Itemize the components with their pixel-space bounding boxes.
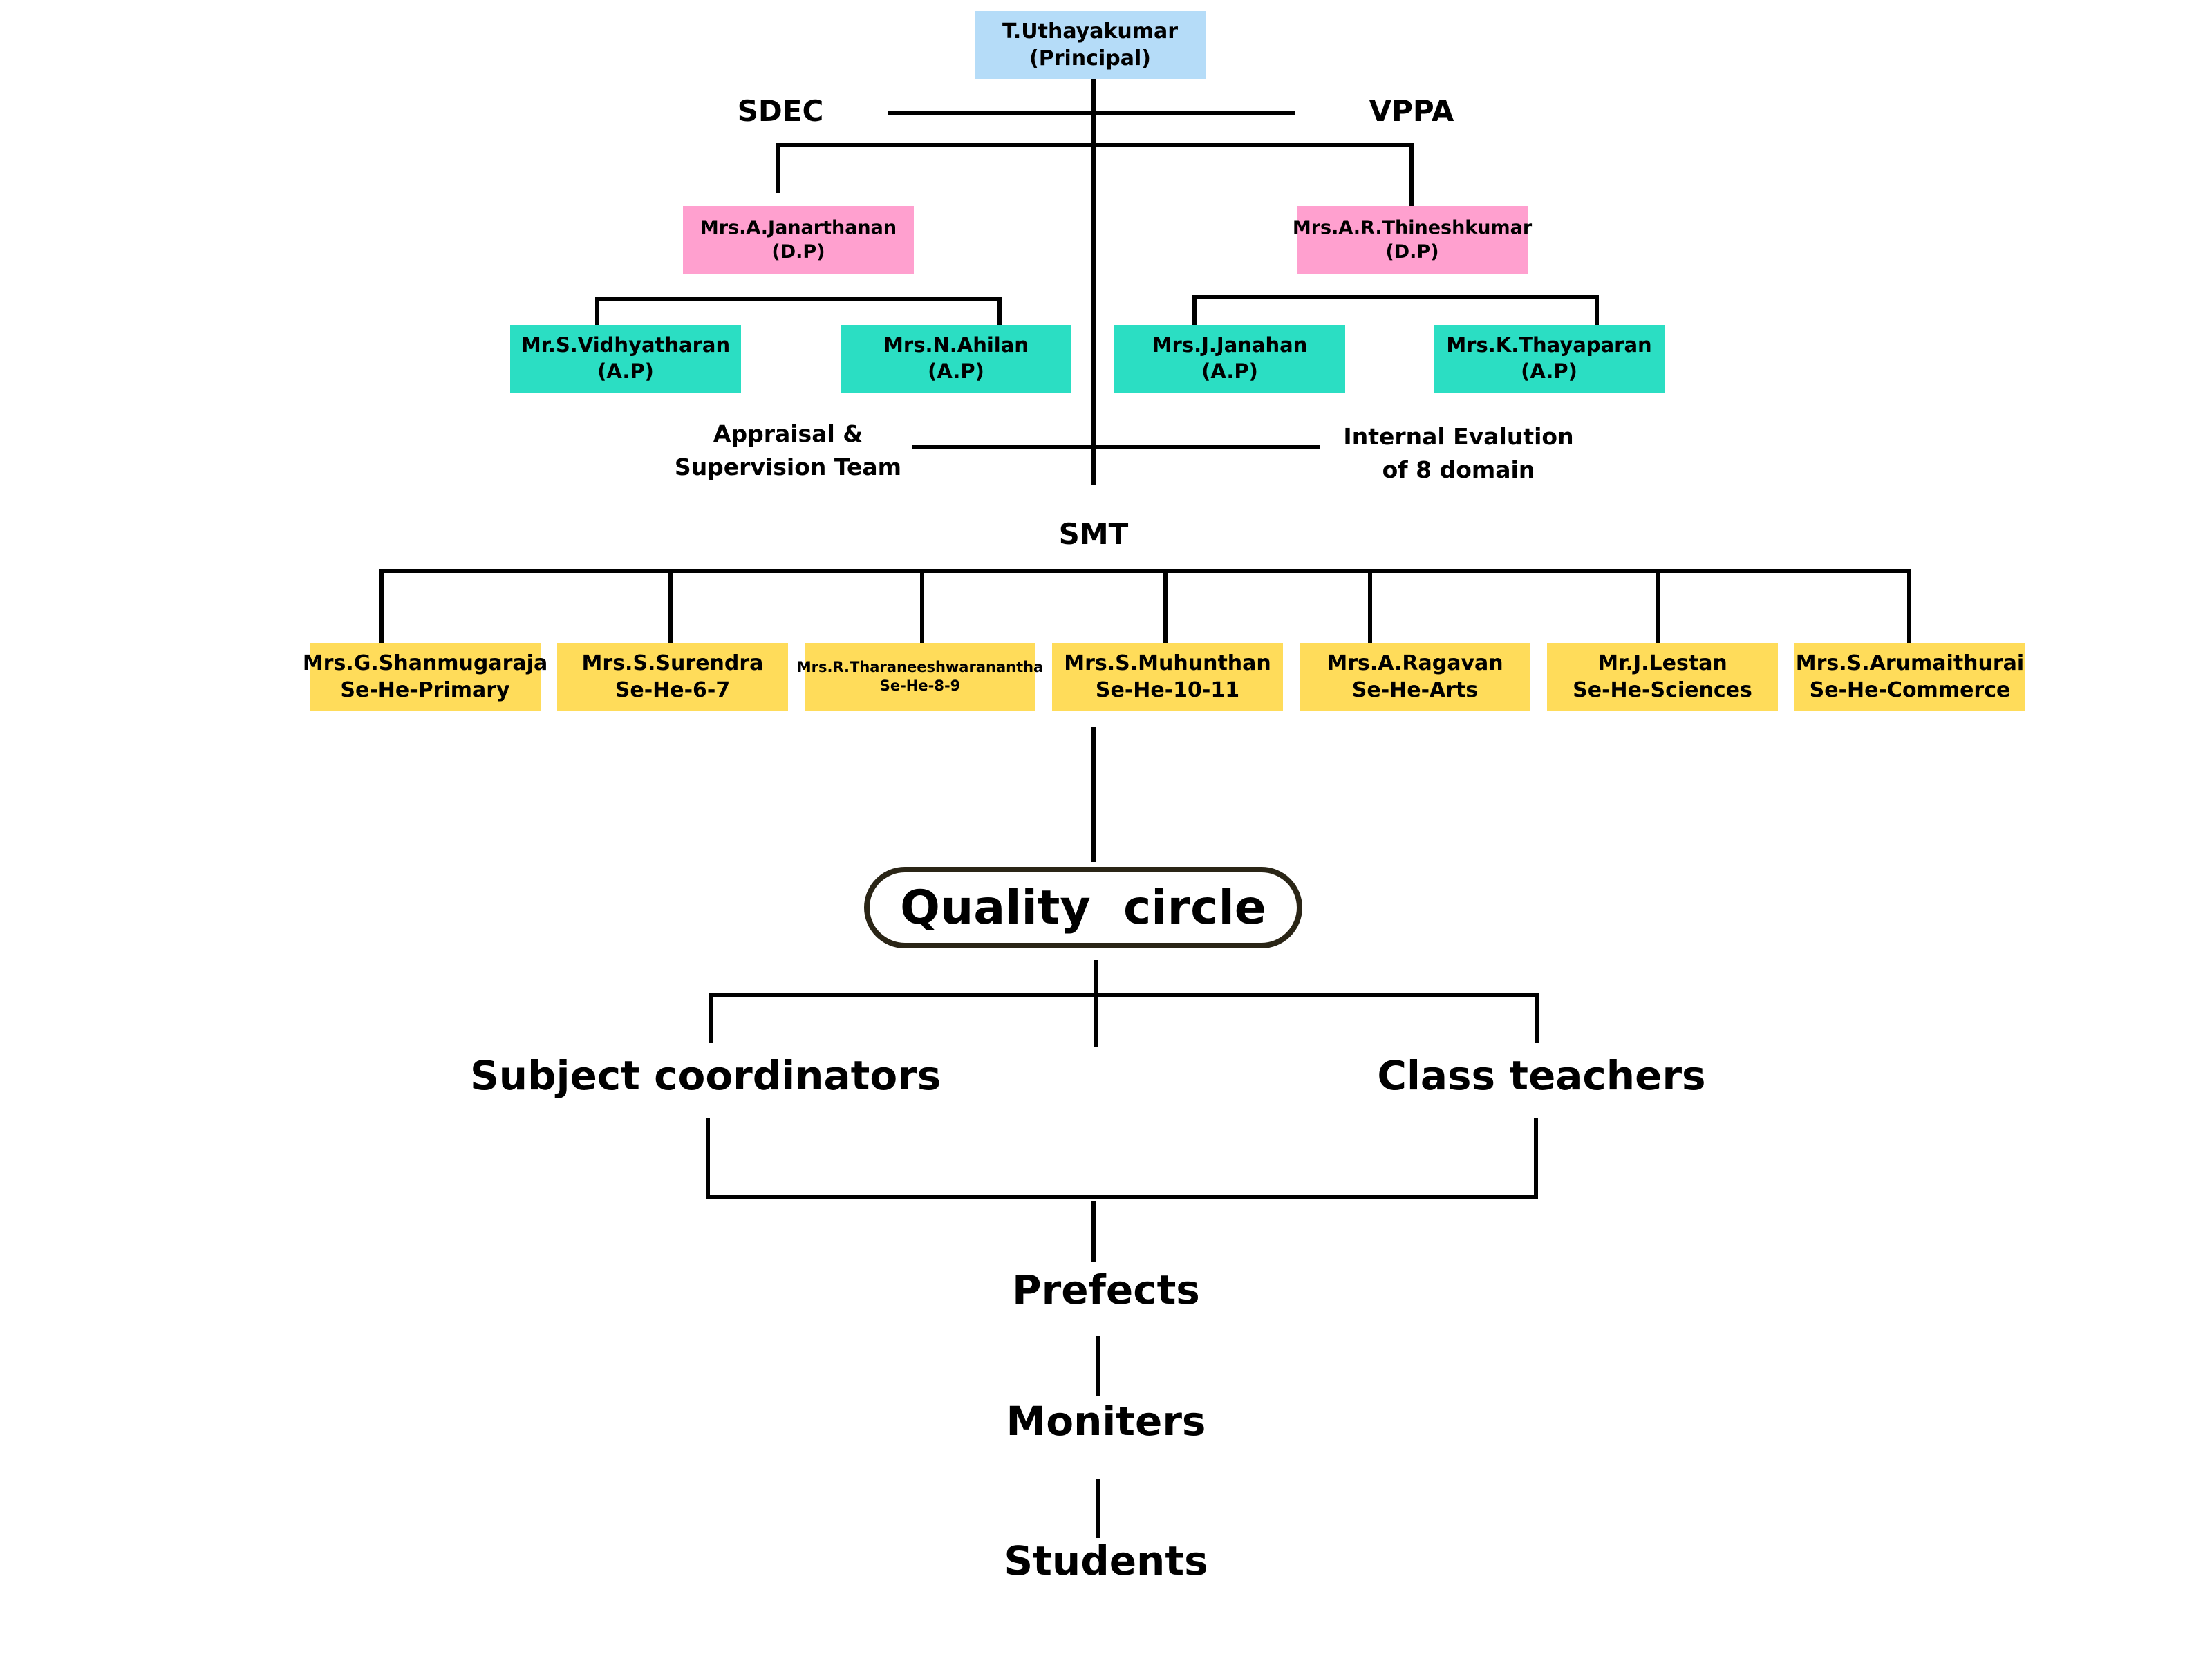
internal-evaluation-label: Internal Evalution of 8 domain xyxy=(1343,423,1574,483)
deputy-principal-box: Mrs.A.R.Thineshkumar (D.P) xyxy=(1293,206,1532,274)
moniters-label: Moniters xyxy=(1006,1398,1206,1445)
coordinators-top-bracket xyxy=(709,993,1539,1043)
assistant-principal-box: Mr.S.Vidhyatharan (A.P) xyxy=(510,325,741,393)
class-teachers-label: Class teachers xyxy=(1377,1052,1706,1099)
quality-circle-node: Quality circle xyxy=(864,867,1302,948)
assistant-principal-box: Mrs.N.Ahilan (A.P) xyxy=(841,325,1071,393)
smt-drops xyxy=(379,569,1911,645)
committee-sdec: SDEC xyxy=(737,94,824,128)
assistant-principal-box: Mrs.K.Thayaparan (A.P) xyxy=(1434,325,1665,393)
subject-coordinators-label: Subject coordinators xyxy=(470,1052,941,1099)
principal-role: (Principal) xyxy=(1029,46,1151,71)
ap-left-branch-line xyxy=(595,297,1002,327)
deputy-principal-box: Mrs.A.Janarthanan (D.P) xyxy=(683,206,914,274)
coordinators-bottom-bracket xyxy=(706,1118,1538,1199)
students-label: Students xyxy=(1004,1537,1208,1584)
prefects-label: Prefects xyxy=(1012,1266,1200,1313)
appraisal-team-label: Appraisal & Supervision Team xyxy=(674,420,902,480)
smt-label: SMT xyxy=(1058,517,1129,551)
principal-name: T.Uthayakumar xyxy=(1002,19,1179,44)
assistant-principal-box: Mrs.J.Janahan (A.P) xyxy=(1114,325,1345,393)
principal-box: T.Uthayakumar (Principal) xyxy=(975,11,1206,79)
committee-vppa: VPPA xyxy=(1369,94,1454,128)
dp-branch-line xyxy=(776,143,1414,208)
ap-right-branch-line xyxy=(1192,295,1599,327)
